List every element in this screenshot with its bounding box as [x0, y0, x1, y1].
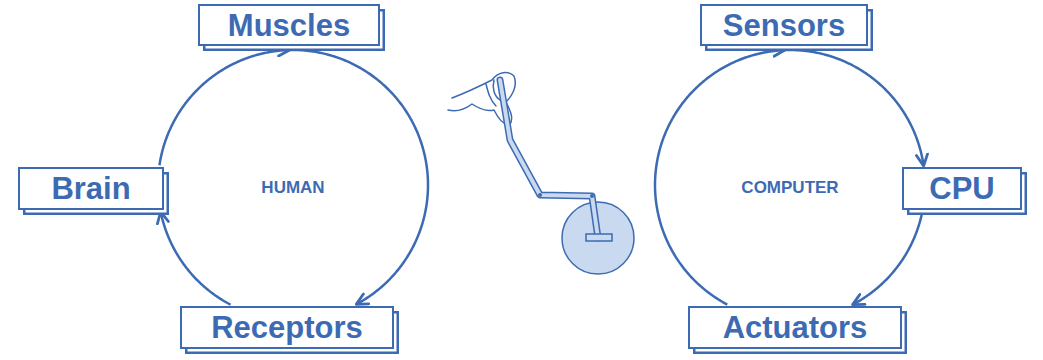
cycle-arc — [853, 211, 923, 305]
stylus-rod-inner — [500, 80, 598, 238]
puck-circle — [562, 202, 634, 274]
loop-box: CPU — [902, 167, 1022, 210]
cycle-arc — [290, 50, 428, 304]
cycle-arc — [161, 212, 231, 305]
box-label: CPU — [929, 173, 994, 204]
loop-box: Receptors — [180, 306, 394, 349]
loop-box: Actuators — [688, 306, 902, 349]
loop-box: Sensors — [700, 4, 868, 46]
hand-finger — [486, 84, 496, 106]
linkage-joint — [538, 193, 542, 197]
linkage-joint — [590, 194, 594, 198]
cycle-arc — [785, 50, 924, 166]
box-label: Receptors — [211, 312, 363, 343]
loop-box: Brain — [18, 167, 164, 210]
box-label: Brain — [51, 173, 130, 204]
loop-title: HUMAN — [261, 178, 324, 198]
loop-title: COMPUTER — [741, 178, 838, 198]
box-label: Muscles — [228, 10, 350, 41]
stylus-rod — [500, 80, 598, 238]
box-label: Sensors — [723, 10, 845, 41]
cycle-arc — [655, 50, 785, 304]
stylus-linkage — [500, 80, 634, 274]
cycle-arc — [159, 50, 289, 165]
puck-slot — [586, 234, 612, 241]
loop-box: Muscles — [198, 4, 380, 46]
box-label: Actuators — [723, 312, 868, 343]
